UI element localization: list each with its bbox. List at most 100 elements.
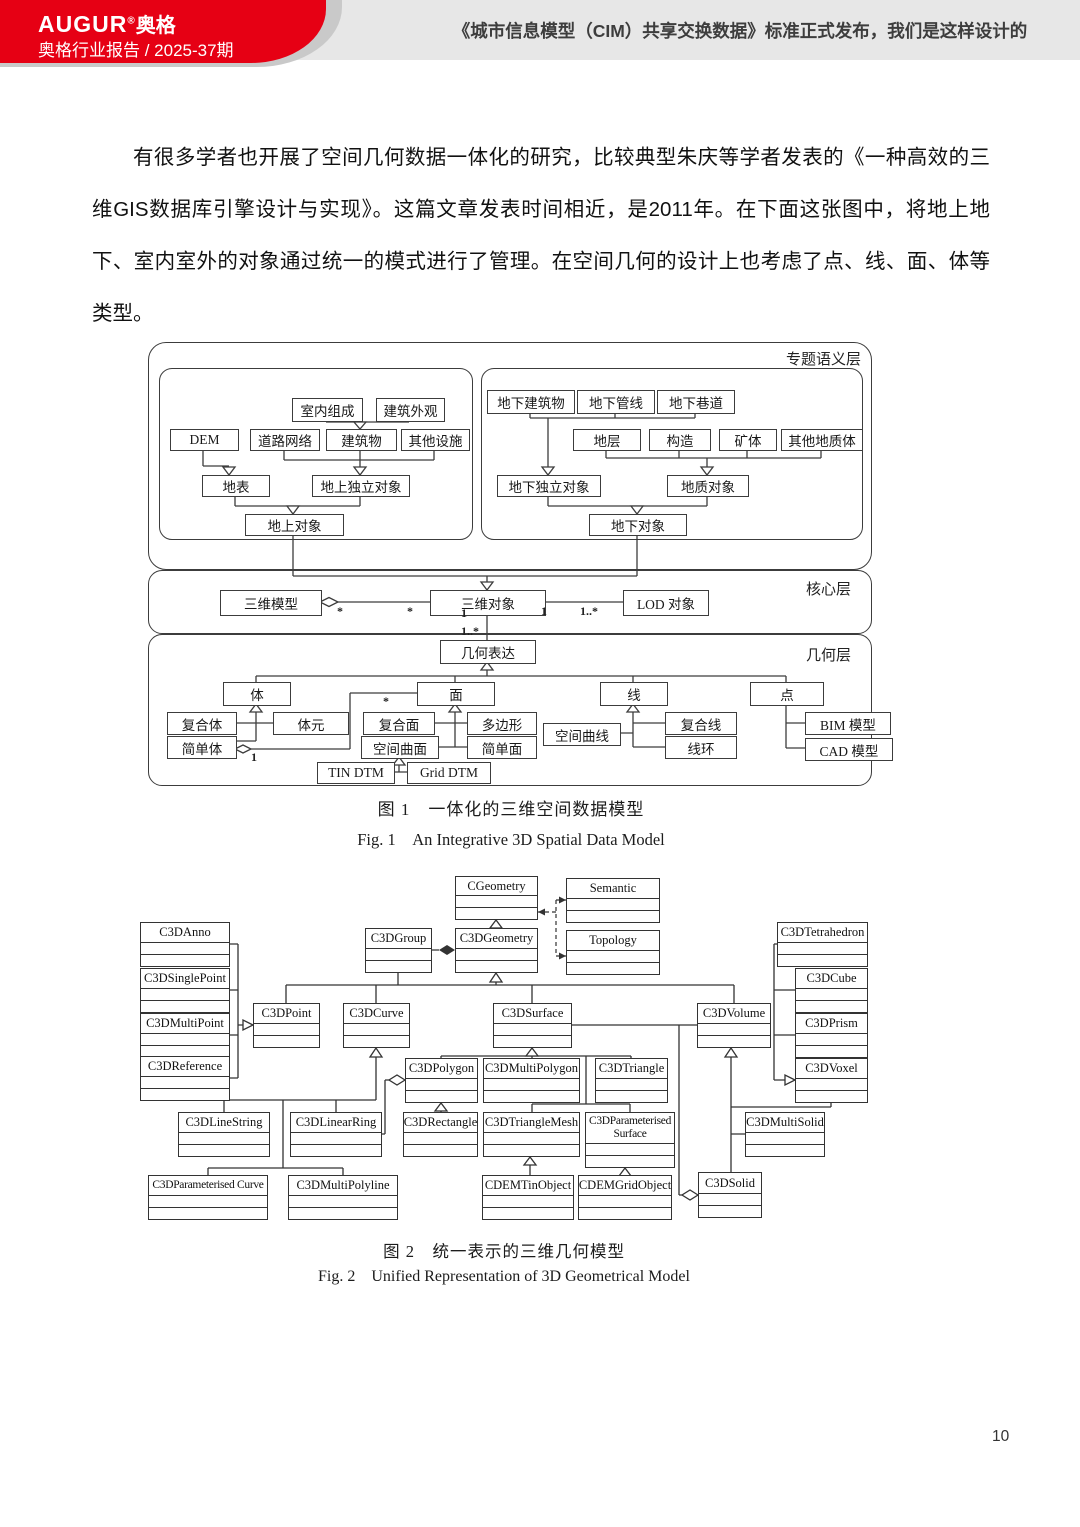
uml-attributes-compartment: [141, 989, 229, 1001]
uml-class-c3dpolygon: C3DPolygon: [405, 1058, 478, 1103]
uml-class-c3dmultipolygon: C3DMultiPolygon: [483, 1058, 580, 1103]
uml-methods-compartment: [778, 955, 867, 966]
uml-methods-compartment: [567, 911, 659, 922]
uml-class-name: Semantic: [567, 879, 659, 899]
uml-class-c3dvolume: C3DVolume: [697, 1003, 771, 1048]
uml-attributes-compartment: [579, 1196, 671, 1208]
fig1-multiplicity: 1: [251, 750, 257, 764]
fig1-geometry-layer-frame: [148, 634, 872, 786]
fig1-node-under-pipeline: 地下管线: [577, 390, 655, 414]
uml-class-name: C3DCube: [796, 969, 867, 989]
uml-methods-compartment: [796, 1001, 867, 1012]
uml-class-name: C3DMultiPolyline: [289, 1176, 397, 1196]
uml-methods-compartment: [179, 1145, 269, 1156]
fig1-node-cad-model: CAD 模型: [805, 738, 893, 761]
fig1-label-core-layer: 核心层: [805, 582, 851, 598]
uml-attributes-compartment: [494, 1024, 571, 1036]
uml-methods-compartment: [406, 1091, 477, 1102]
uml-attributes-compartment: [289, 1196, 397, 1208]
uml-attributes-compartment: [366, 949, 431, 961]
fig1-node-above-object: 地上对象: [245, 514, 344, 536]
fig1-node-under-independent: 地下独立对象: [497, 475, 601, 497]
fig1-node-structure: 构造: [649, 429, 711, 451]
uml-class-name: C3DVoxel: [796, 1059, 867, 1079]
report-issue-line: 奥格行业报告 / 2025-37期: [38, 41, 234, 60]
uml-class-name: C3DGroup: [366, 929, 431, 949]
uml-class-name: C3DPoint: [254, 1004, 319, 1024]
fig1-connectors: [202, 412, 822, 773]
uml-class-c3dpoint: C3DPoint: [253, 1003, 320, 1048]
uml-methods-compartment: [366, 961, 431, 972]
fig1-node-above-independent: 地上独立对象: [312, 475, 410, 497]
uml-class-c3dmultipoint: C3DMultiPoint: [140, 1013, 230, 1058]
uml-methods-compartment: [494, 1036, 571, 1047]
uml-attributes-compartment: [456, 949, 537, 961]
uml-class-name: C3DSolid: [699, 1173, 761, 1194]
uml-class-c3dmultisolid: C3DMultiSolid: [745, 1112, 825, 1157]
fig1-node-indoor: 室内组成: [292, 398, 363, 422]
fig2-connectors: [207, 896, 832, 1201]
uml-attributes-compartment: [291, 1133, 381, 1145]
uml-attributes-compartment: [586, 1144, 674, 1156]
uml-attributes-compartment: [141, 1034, 229, 1046]
uml-attributes-compartment: [796, 1034, 867, 1046]
uml-attributes-compartment: [141, 1077, 229, 1089]
fig1-node-spatial-curve: 空间曲线: [543, 723, 621, 746]
uml-class-c3dreference: C3DReference: [140, 1056, 230, 1101]
uml-class-c3dvoxel: C3DVoxel: [795, 1058, 868, 1103]
fig1-node-line: 线: [600, 682, 668, 706]
uml-methods-compartment: [291, 1145, 381, 1156]
body-paragraph: 有很多学者也开展了空间几何数据一体化的研究，比较典型朱庆等学者发表的《一种高效的…: [92, 146, 990, 325]
logo-cn: 奥格: [135, 15, 176, 37]
uml-class-name: C3DCurve: [344, 1004, 409, 1024]
uml-methods-compartment: [796, 1046, 867, 1057]
uml-class-name: CDEMGridObject: [579, 1176, 671, 1196]
uml-methods-compartment: [141, 1001, 229, 1012]
fig1-node-under-object: 地下对象: [589, 514, 687, 536]
figure-1-caption-en: Fig. 1 An Integrative 3D Spatial Data Mo…: [357, 830, 665, 849]
uml-methods-compartment: [586, 1156, 674, 1167]
uml-class-cdemtinobject: CDEMTinObject: [482, 1175, 574, 1220]
uml-methods-compartment: [456, 908, 537, 919]
uml-class-c3dlinestring: C3DLineString: [178, 1112, 270, 1157]
fig1-node-composite-body: 复合体: [167, 712, 237, 735]
uml-class-name: C3DPolygon: [406, 1059, 477, 1079]
uml-class-name: C3DReference: [141, 1057, 229, 1077]
uml-class-name: CDEMTinObject: [483, 1176, 573, 1196]
uml-methods-compartment: [483, 1208, 573, 1219]
uml-methods-compartment: [484, 1091, 579, 1102]
uml-class-c3dsurface: C3DSurface: [493, 1003, 572, 1048]
fig1-underground-group-frame: [481, 368, 863, 540]
uml-class-name: C3DTriangleMesh: [484, 1113, 579, 1133]
uml-class-c3dcurve: C3DCurve: [343, 1003, 410, 1048]
fig1-node-spatial-surface: 空间曲面: [361, 736, 439, 759]
uml-class-c3dparameterisedsurface: C3DParameterised Surface: [585, 1112, 675, 1168]
uml-class-name: C3DMultiPoint: [141, 1014, 229, 1034]
uml-attributes-compartment: [484, 1133, 579, 1145]
uml-class-semantic: Semantic: [566, 878, 660, 923]
document-title: 《城市信息模型（CIM）共享交换数据》标准正式发布，我们是这样设计的: [452, 20, 1028, 41]
uml-methods-compartment: [141, 955, 229, 966]
fig1-node-dem: DEM: [170, 429, 239, 451]
uml-class-cdemgridobject: CDEMGridObject: [578, 1175, 672, 1220]
figure-2-caption-en: Fig. 2 Unified Representation of 3D Geom…: [318, 1268, 690, 1285]
uml-attributes-compartment: [483, 1196, 573, 1208]
fig1-node-road: 道路网络: [250, 429, 320, 451]
uml-attributes-compartment: [796, 989, 867, 1001]
uml-class-c3dsolid: C3DSolid: [698, 1172, 762, 1218]
uml-methods-compartment: [254, 1036, 319, 1047]
uml-attributes-compartment: [796, 1079, 867, 1091]
header-brand-block: [0, 0, 326, 63]
uml-methods-compartment: [699, 1206, 761, 1217]
fig1-node-body: 体: [223, 682, 291, 706]
fig1-multiplicity: *: [407, 604, 413, 618]
uml-methods-compartment: [344, 1036, 409, 1047]
uml-methods-compartment: [746, 1145, 824, 1156]
uml-methods-compartment: [149, 1208, 267, 1219]
uml-attributes-compartment: [179, 1133, 269, 1145]
fig1-node-under-tunnel: 地下巷道: [657, 390, 735, 414]
uml-class-name: C3DLinearRing: [291, 1113, 381, 1133]
fig1-node-stratum: 地层: [573, 429, 641, 451]
figure-1-diagram: 专题语义层 核心层 几何层 室内组成 建筑外观 DEM 道路网络 建筑物 其他设…: [145, 338, 893, 786]
